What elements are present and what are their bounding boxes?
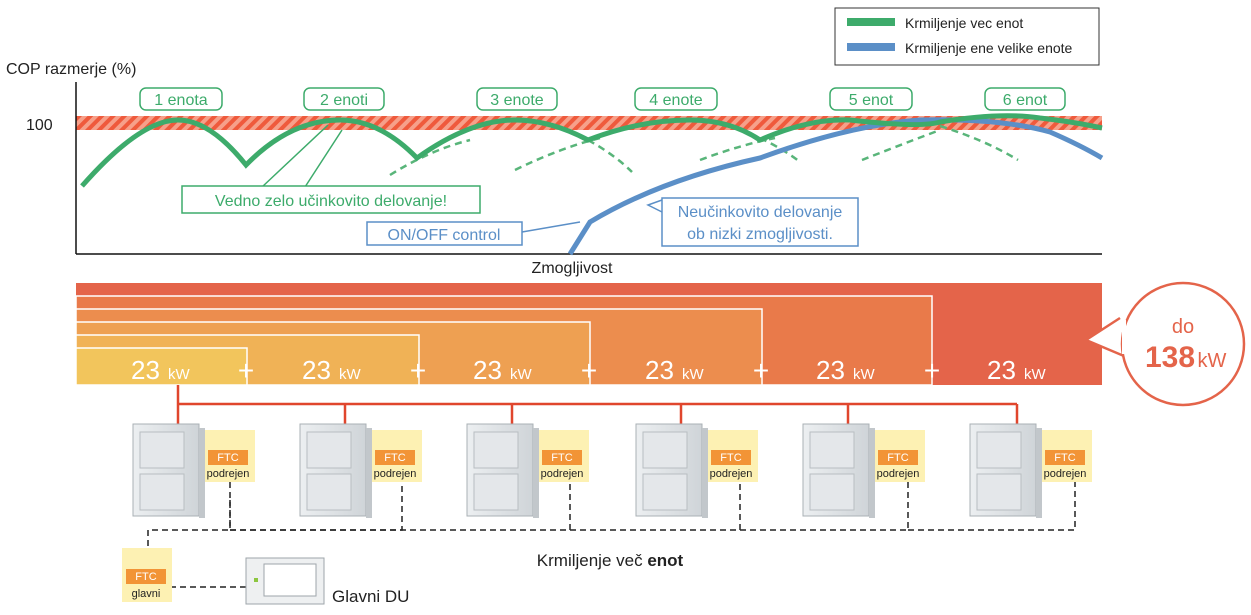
chart-legend: Krmiljenje vec enot Krmiljenje ene velik… <box>834 7 1100 66</box>
segment-3-value: 23 <box>473 355 502 385</box>
ftc-master-role: glavni <box>132 588 161 600</box>
outdoor-unit-4: FTC podrejen <box>635 423 758 518</box>
unit-label-2-text: 2 enoti <box>320 92 368 109</box>
multi-unit-control-caption: Krmiljenje več enot <box>537 551 684 570</box>
green-dashed-lines <box>389 124 1019 177</box>
unit-label-5: 5 enot <box>829 87 913 111</box>
ftc-slave-2-role: podrejen <box>374 468 417 480</box>
ftc-slave-3-label: FTC <box>551 452 572 464</box>
unit-labels: 1 enota 2 enoti 3 enote 4 enote 5 enot 6… <box>139 87 1066 111</box>
unit-label-6: 6 enot <box>984 87 1066 111</box>
ftc-slave-1-role: podrejen <box>207 468 250 480</box>
bubble-value: 138 <box>1145 341 1195 374</box>
capacity-segment-4: 23 kW <box>645 355 705 385</box>
onoff-callout-text: ON/OFF control <box>388 227 501 244</box>
plus-sign-2: + <box>410 355 426 386</box>
segment-5-value: 23 <box>816 355 845 385</box>
segment-5-unit: kW <box>853 366 876 383</box>
y-tick-100: 100 <box>26 117 53 134</box>
outdoor-unit-2: FTC podrejen <box>299 423 422 518</box>
segment-2-unit: kW <box>339 366 362 383</box>
ftc-slave-6-label: FTC <box>1054 452 1075 464</box>
legend-swatch-single <box>847 43 895 51</box>
outdoor-units: FTC podrejen FTC podrejen FTC podrejen <box>132 423 1092 518</box>
inefficient-callout-line1: Neučinkovito delovanje <box>678 204 843 221</box>
segment-3-unit: kW <box>510 366 533 383</box>
caption-normal: Krmiljenje več <box>537 551 648 570</box>
x-axis-label: Zmogljivost <box>532 260 613 277</box>
multi-unit-curve <box>80 113 1103 188</box>
segment-4-unit: kW <box>682 366 705 383</box>
ftc-slave-2-label: FTC <box>384 452 405 464</box>
unit-label-1-text: 1 enota <box>154 92 207 109</box>
segment-4-value: 23 <box>645 355 674 385</box>
segment-1-unit: kW <box>168 366 191 383</box>
plus-sign-1: + <box>238 355 254 386</box>
efficient-callout-text: Vedno zelo učinkovito delovanje! <box>215 193 447 210</box>
ftc-slave-4-role: podrejen <box>710 468 753 480</box>
inefficient-callout: Neučinkovito delovanje ob nizki zmogljiv… <box>646 197 859 247</box>
ftc-slave-6-role: podrejen <box>1044 468 1087 480</box>
segment-1-value: 23 <box>131 355 160 385</box>
unit-label-2: 2 enoti <box>303 87 385 111</box>
segment-6-value: 23 <box>987 355 1016 385</box>
plus-sign-5: + <box>924 355 940 386</box>
ftc-slave-3-role: podrejen <box>541 468 584 480</box>
capacity-segment-1: 23 kW <box>131 355 191 385</box>
ftc-master-label: FTC <box>135 571 156 583</box>
piping <box>176 385 1019 424</box>
plus-sign-3: + <box>581 355 597 386</box>
onoff-callout: ON/OFF control <box>366 221 581 246</box>
main-du-unit: Glavni DU <box>245 557 409 606</box>
unit-label-6-text: 6 enot <box>1003 92 1048 109</box>
unit-label-5-text: 5 enot <box>849 92 894 109</box>
capacity-segment-5: 23 kW <box>816 355 876 385</box>
y-axis-label: COP razmerje (%) <box>6 61 136 78</box>
capacity-segment-6: 23 kW <box>987 355 1047 385</box>
bubble-prefix: do <box>1172 316 1194 338</box>
plus-sign-4: + <box>753 355 769 386</box>
legend-label-single: Krmiljenje ene velike enote <box>905 40 1073 56</box>
outdoor-unit-1: FTC podrejen <box>132 423 255 518</box>
outdoor-unit-5: FTC podrejen <box>802 423 925 518</box>
unit-label-3: 3 enote <box>476 87 558 111</box>
ftc-slave-1-label: FTC <box>217 452 238 464</box>
segment-6-unit: kW <box>1024 366 1047 383</box>
legend-label-multi: Krmiljenje vec enot <box>905 15 1023 31</box>
cop-chart: COP razmerje (%) 100 Zmogljivost 1 enota <box>6 7 1104 277</box>
capacity-stack: 23 kW 23 kW 23 kW 23 kW 23 kW 23 kW <box>75 283 1102 386</box>
unit-label-4: 4 enote <box>634 87 718 111</box>
ftc-slave-4-label: FTC <box>720 452 741 464</box>
total-capacity-bubble: do 138 kW <box>1083 281 1246 407</box>
outdoor-unit-3: FTC podrejen <box>466 423 589 518</box>
efficient-callout: Vedno zelo učinkovito delovanje! <box>181 124 481 214</box>
capacity-segment-2: 23 kW <box>302 355 362 385</box>
bubble-unit: kW <box>1198 350 1227 372</box>
ftc-master: FTC glavni <box>122 548 172 602</box>
segment-2-value: 23 <box>302 355 331 385</box>
inefficient-callout-line2: ob nizki zmogljivosti. <box>687 226 833 243</box>
caption-bold: enot <box>647 551 683 570</box>
ftc-slave-5-label: FTC <box>887 452 908 464</box>
unit-label-3-text: 3 enote <box>490 92 543 109</box>
outdoor-unit-6: FTC podrejen <box>969 423 1092 518</box>
legend-swatch-multi <box>847 18 895 26</box>
control-wiring <box>147 482 1076 588</box>
main-du-label: Glavni DU <box>332 587 409 606</box>
ftc-slave-5-role: podrejen <box>877 468 920 480</box>
unit-label-4-text: 4 enote <box>649 92 702 109</box>
capacity-segment-3: 23 kW <box>473 355 533 385</box>
unit-label-1: 1 enota <box>139 87 223 111</box>
